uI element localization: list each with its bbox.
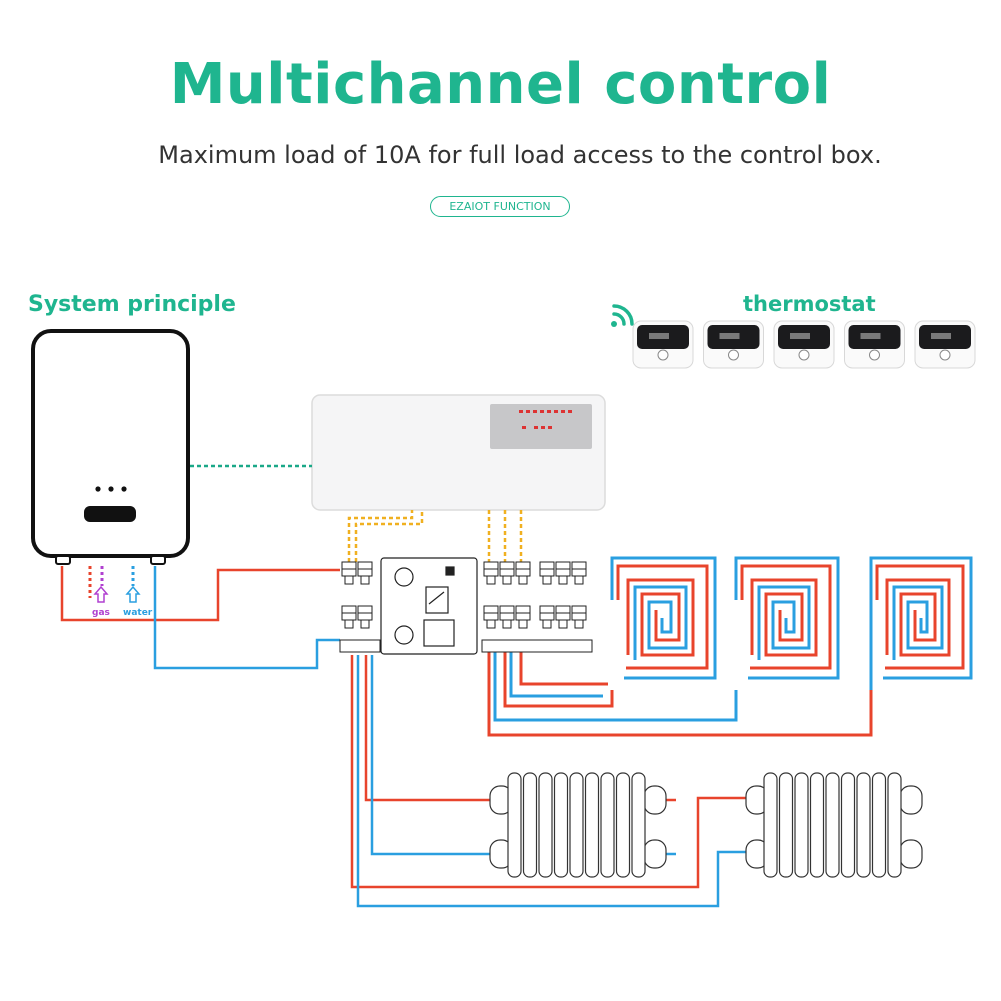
system-principle-label: System principle	[28, 292, 236, 317]
valve	[499, 561, 515, 585]
page-title: Multichannel control	[169, 52, 832, 117]
manifold-valves	[339, 561, 593, 653]
manifold-bar	[339, 639, 381, 653]
underfloor-heating-loops	[487, 556, 973, 737]
floor-loop	[734, 556, 840, 680]
supply-pipe	[493, 650, 738, 722]
thermostat-device	[773, 320, 835, 369]
valve	[483, 605, 499, 629]
water-inlet-arrow-icon	[125, 585, 141, 603]
thermostat-device	[914, 320, 976, 369]
supply-pipe	[509, 650, 603, 698]
radiator	[745, 772, 923, 878]
radiators	[489, 772, 923, 878]
valve	[357, 605, 373, 629]
valve	[555, 605, 571, 629]
valve	[341, 561, 357, 585]
thermostat-label: thermostat	[743, 292, 876, 316]
valve	[571, 605, 587, 629]
valve	[539, 561, 555, 585]
supply-pipe	[869, 556, 973, 690]
control-box	[311, 394, 606, 511]
function-badge: EZAIOT FUNCTION	[430, 196, 570, 217]
supply-pipe	[503, 650, 614, 708]
wifi-icon	[611, 304, 634, 327]
gas-inlet-arrow-icon	[93, 585, 109, 603]
supply-pipe	[487, 650, 873, 737]
thermostat-row	[632, 320, 976, 369]
mixing-unit	[380, 557, 478, 655]
thermostat-device	[703, 320, 764, 369]
valve	[555, 561, 571, 585]
supply-pipe	[519, 650, 608, 686]
manifold-bar	[481, 639, 593, 653]
water-label: water	[123, 608, 153, 618]
floor-loop	[869, 556, 973, 680]
valve	[499, 605, 515, 629]
page-subtitle: Maximum load of 10A for full load access…	[158, 141, 882, 169]
boiler	[31, 329, 190, 565]
boiler-outlet-lines	[88, 566, 135, 598]
valve	[571, 561, 587, 585]
gas-label: gas	[92, 608, 110, 618]
valve	[515, 605, 531, 629]
radiator	[489, 772, 667, 878]
thermostat-device	[632, 320, 694, 369]
valve	[357, 561, 373, 585]
valve	[539, 605, 555, 629]
thermostat-device	[844, 320, 905, 369]
floor-loop	[610, 556, 717, 680]
valve	[341, 605, 357, 629]
valve	[483, 561, 499, 585]
valve	[515, 561, 531, 585]
pipework	[60, 566, 748, 908]
signal-wires	[347, 510, 523, 562]
